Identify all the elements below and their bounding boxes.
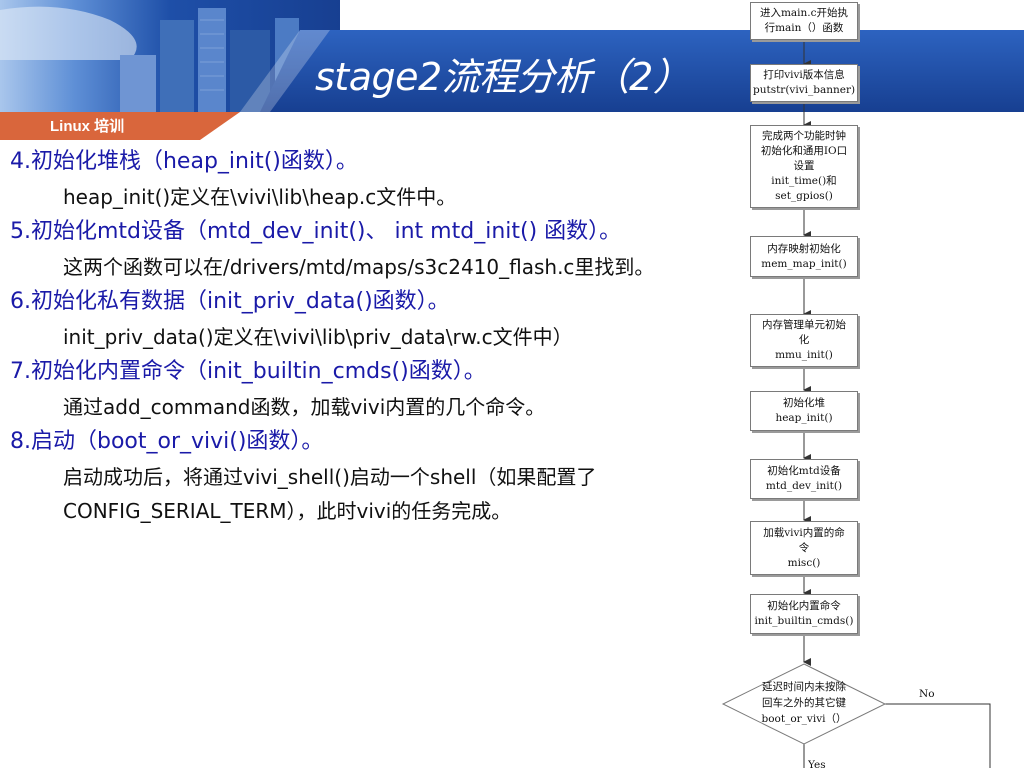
section-text-heap-init: heap_init()定义在\vivi\lib\heap.c文件中。 (63, 185, 457, 209)
slide-header: stage2流程分析（2） Linux 培训 (0, 0, 1024, 140)
section-heading-priv-data: 6.初始化私有数据（init_priv_data()函数）。 (10, 289, 450, 314)
decision-no-label: No (919, 688, 935, 700)
section-text-builtin-cmds: 通过add_command函数，加载vivi内置的几个命令。 (63, 395, 546, 419)
section-text-mtd-init: 这两个函数可以在/drivers/mtd/maps/s3c2410_flash.… (63, 255, 655, 279)
decision-diamond (721, 663, 887, 745)
decision-yes-label: Yes (808, 759, 826, 768)
section-heading-builtin-cmds: 7.初始化内置命令（init_builtin_cmds()函数）。 (10, 359, 486, 384)
decision-label: 延迟时间内未按除 回车之外的其它键 boot_or_vivi（） (761, 681, 847, 725)
flow-box-main-entry: 进入main.c开始执行main（）函数 (750, 2, 858, 40)
section-heading-heap-init: 4.初始化堆栈（heap_init()函数）。 (10, 149, 358, 174)
section-heading-mtd-init: 5.初始化mtd设备（mtd_dev_init()、 int mtd_init(… (10, 219, 622, 244)
section-heading-boot: 8.启动（boot_or_vivi()函数）。 (10, 429, 324, 454)
section-text-boot: 启动成功后，将通过vivi_shell()启动一个shell（如果配置了CONF… (63, 465, 597, 523)
course-tag: Linux 培训 (50, 118, 125, 135)
flow-box-mmu-init: 内存管理单元初始化 mmu_init() (750, 314, 858, 367)
slide-body: 4.初始化堆栈（heap_init()函数）。 heap_init()定义在\v… (10, 144, 690, 528)
slide-title: stage2流程分析（2） (315, 55, 691, 99)
flow-box-misc: 加载vivi内置的命令 misc() (750, 521, 858, 575)
section-text-priv-data: init_priv_data()定义在\vivi\lib\priv_data\r… (63, 325, 573, 349)
